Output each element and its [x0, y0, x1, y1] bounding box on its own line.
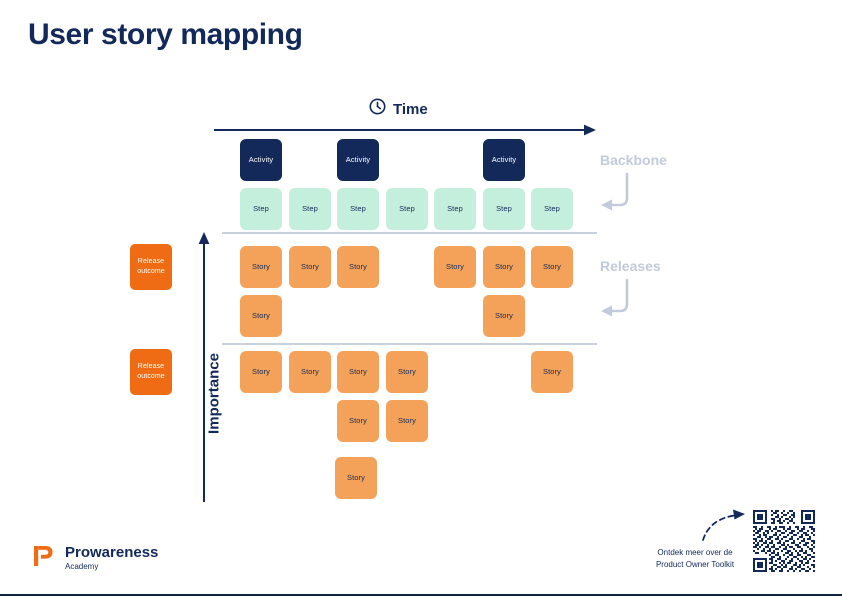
- step-card-label: Step: [302, 203, 318, 213]
- importance-axis-arrow: [196, 232, 212, 502]
- story-card-label: Story: [397, 415, 416, 425]
- story-card[interactable]: Story: [337, 351, 379, 393]
- annotation-releases-label: Releases: [600, 258, 661, 274]
- brand-subtitle: Academy: [65, 562, 99, 572]
- release-outcome-card-label: outcome: [137, 373, 165, 380]
- brand-logo: Prowareness Academy: [30, 543, 158, 574]
- qr-code-icon[interactable]: [751, 508, 817, 574]
- story-card-label: Story: [251, 261, 270, 271]
- release-outcome-card[interactable]: Release outcome: [130, 349, 172, 395]
- importance-axis-label: Importance: [205, 353, 223, 434]
- brand-name: Prowareness: [65, 544, 159, 562]
- step-card[interactable]: Step: [531, 188, 573, 230]
- story-card-label: Story: [300, 366, 319, 376]
- step-card-label: Step: [350, 203, 366, 213]
- clock-icon: [369, 98, 386, 120]
- step-card-label: Step: [544, 203, 560, 213]
- time-axis-label-group: Time: [369, 98, 428, 120]
- story-card-label: Story: [346, 472, 365, 482]
- release-outcome-card-label: outcome: [137, 268, 165, 275]
- story-card-label: Story: [445, 261, 464, 271]
- activity-card-label: Activity: [345, 154, 371, 164]
- story-card[interactable]: Story: [240, 246, 282, 288]
- story-card-label: Story: [348, 261, 367, 271]
- story-card[interactable]: Story: [335, 457, 377, 499]
- cta-line-2: Product Owner Toolkit: [655, 560, 735, 570]
- activity-card[interactable]: Activity: [337, 139, 379, 181]
- time-axis-label: Time: [393, 100, 428, 118]
- step-card-label: Step: [253, 203, 269, 213]
- release-outcome-card-label: Release: [137, 362, 165, 370]
- dashed-curved-arrow-icon: [700, 508, 752, 549]
- story-card[interactable]: Story: [337, 246, 379, 288]
- story-card[interactable]: Story: [483, 295, 525, 337]
- step-card-label: Step: [496, 203, 512, 213]
- story-card[interactable]: Story: [434, 246, 476, 288]
- activity-card[interactable]: Activity: [483, 139, 525, 181]
- story-card[interactable]: Story: [289, 246, 331, 288]
- step-card-label: Step: [447, 203, 463, 213]
- page-title: User story mapping: [28, 18, 303, 51]
- story-card-label: Story: [251, 366, 270, 376]
- release-outcome-card-label: Release: [137, 257, 165, 265]
- time-axis-arrow: [214, 122, 596, 138]
- separator-release-1-2: [222, 343, 597, 345]
- story-card[interactable]: Story: [337, 400, 379, 442]
- activity-card[interactable]: Activity: [240, 139, 282, 181]
- story-card[interactable]: Story: [531, 246, 573, 288]
- story-card[interactable]: Story: [483, 246, 525, 288]
- story-card-label: Story: [348, 415, 367, 425]
- curved-arrow-left-icon-releases: [600, 278, 642, 323]
- story-card[interactable]: Story: [240, 295, 282, 337]
- story-card-label: Story: [251, 310, 270, 320]
- step-card[interactable]: Step: [386, 188, 428, 230]
- activity-card-label: Activity: [491, 154, 517, 164]
- activity-card-label: Activity: [248, 154, 274, 164]
- cta-line-1: Ontdek meer over de: [657, 548, 733, 557]
- annotation-backbone-label: Backbone: [600, 152, 667, 168]
- step-card[interactable]: Step: [483, 188, 525, 230]
- step-card[interactable]: Step: [240, 188, 282, 230]
- story-card[interactable]: Story: [289, 351, 331, 393]
- story-card[interactable]: Story: [240, 351, 282, 393]
- separator-backbone-releases: [222, 232, 597, 234]
- step-card[interactable]: Step: [337, 188, 379, 230]
- story-card-label: Story: [494, 261, 513, 271]
- cta-text: Ontdek meer over de Product Owner Toolki…: [645, 547, 745, 572]
- story-card-label: Story: [348, 366, 367, 376]
- story-card-label: Story: [397, 366, 416, 376]
- story-card[interactable]: Story: [386, 351, 428, 393]
- release-outcome-card[interactable]: Release outcome: [130, 244, 172, 290]
- story-card-label: Story: [300, 261, 319, 271]
- step-card-label: Step: [399, 203, 415, 213]
- story-card-label: Story: [542, 261, 561, 271]
- story-card[interactable]: Story: [531, 351, 573, 393]
- prowareness-p-mark-icon: [30, 543, 56, 574]
- step-card[interactable]: Step: [434, 188, 476, 230]
- story-card[interactable]: Story: [386, 400, 428, 442]
- story-card-label: Story: [494, 310, 513, 320]
- story-card-label: Story: [542, 366, 561, 376]
- curved-arrow-left-icon-backbone: [600, 172, 642, 217]
- step-card[interactable]: Step: [289, 188, 331, 230]
